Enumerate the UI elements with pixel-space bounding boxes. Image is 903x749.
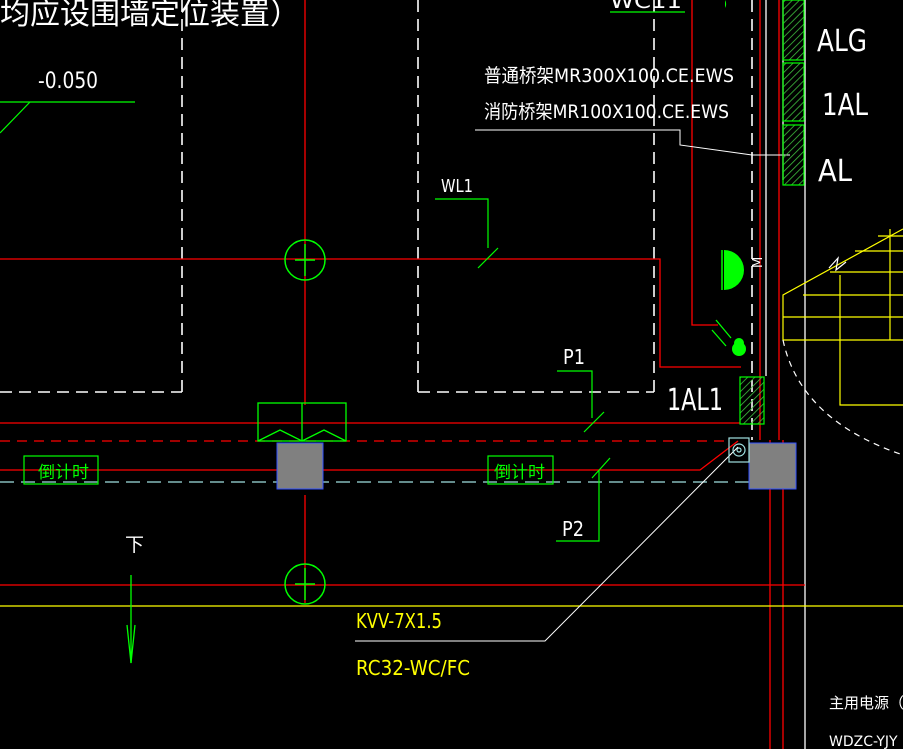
socket-symbol-icon [711, 319, 746, 356]
conduit-spec-label: RC32-WC/FC [356, 656, 470, 680]
tray-normal-label: 普通桥架MR300X100.CE.EWS [484, 65, 734, 87]
wl1-label: WL1 [441, 176, 473, 197]
shutter-symbol [257, 402, 347, 442]
panel-1al-box [782, 62, 805, 122]
light-fixture-1 [284, 239, 326, 281]
panel-al-label: AL [818, 154, 852, 189]
down-label: 下 [125, 534, 144, 556]
elevation-label: -0.050 [38, 69, 98, 94]
m-label: M [751, 257, 766, 268]
wc-top-label: WC11 [610, 0, 682, 13]
countdown-label-1: 倒计时 [38, 463, 89, 483]
stair-arrow [828, 256, 847, 272]
main-power-label: 主用电源（ [829, 694, 903, 712]
light-fixture-2 [284, 563, 326, 605]
p2-label: P2 [562, 517, 584, 541]
down-arrow-icon [126, 575, 136, 664]
cable-leader-line [355, 446, 739, 642]
ceiling-light-fixtures [284, 239, 326, 605]
wc-symbol-icon [725, 0, 727, 8]
tray-leader-line [475, 129, 790, 156]
panel-1al1-label: 1AL1 [667, 383, 723, 418]
cable-bottom-label: WDZC-YJY [829, 734, 898, 749]
green-leaders [0, 11, 685, 542]
motor-symbol-icon [721, 250, 744, 290]
panel-alg-label: ALG [817, 24, 867, 59]
panel-1al1-box [739, 376, 765, 425]
yellow-lines [0, 228, 903, 607]
panel-alg-box [782, 0, 805, 61]
distribution-panels [739, 0, 805, 425]
red-wiring [0, 0, 805, 749]
title-fragment: 均应设围墙定位装置） [0, 0, 300, 32]
panel-al-box [782, 124, 805, 186]
structural-columns [276, 442, 797, 490]
countdown-boxes [23, 455, 554, 485]
tray-fire-label: 消防桥架MR100X100.CE.EWS [484, 101, 729, 123]
door-swing-arc [782, 339, 903, 456]
p1-label: P1 [563, 345, 585, 369]
countdown-label-2: 倒计时 [494, 463, 545, 483]
wall-outlines [0, 0, 753, 440]
cable-spec-label: KVV-7X1.5 [356, 609, 442, 633]
junction-box-icon [728, 437, 750, 463]
panel-1al-label: 1AL [822, 88, 868, 123]
